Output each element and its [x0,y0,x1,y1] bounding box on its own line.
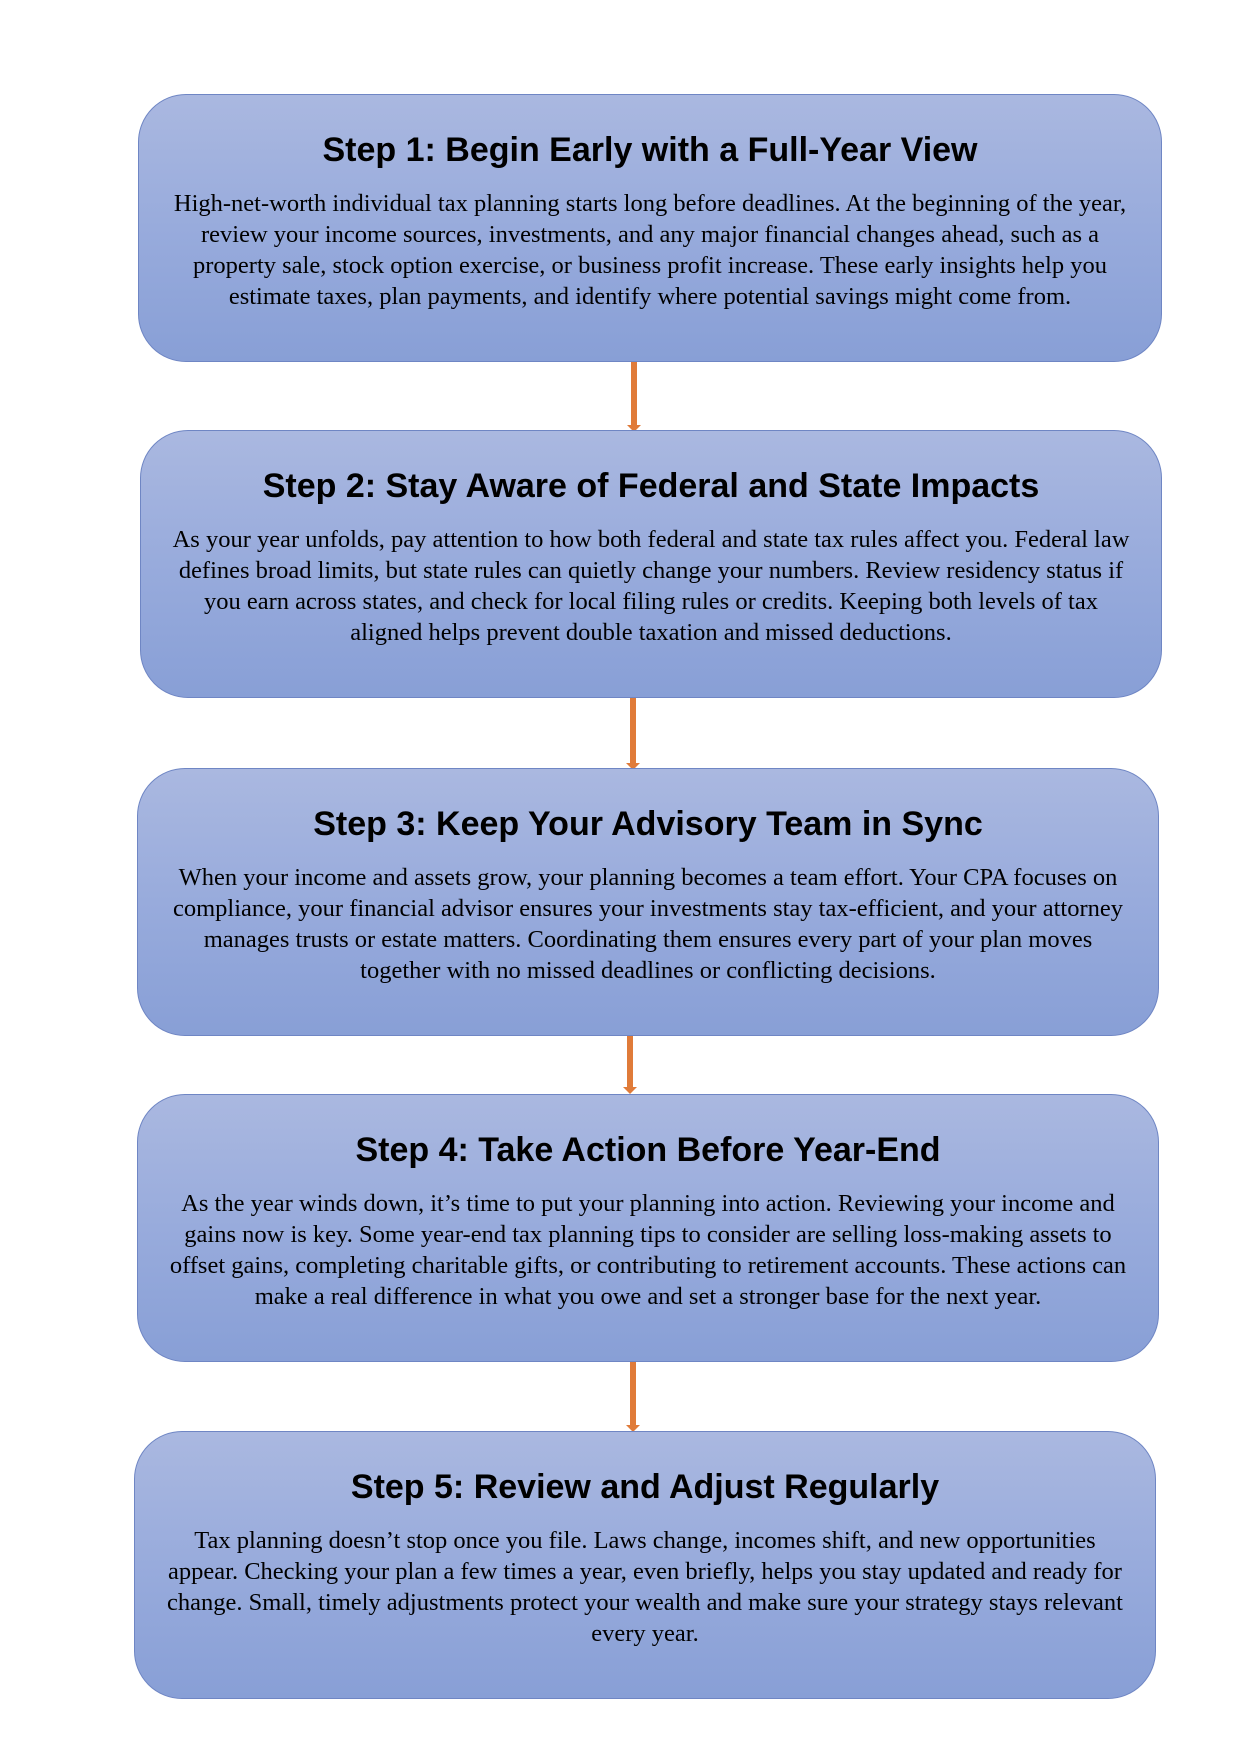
connector-arrow-2-3 [626,698,640,770]
step-1-box: Step 1: Begin Early with a Full-Year Vie… [138,94,1162,362]
step-1-title: Step 1: Begin Early with a Full-Year Vie… [322,131,978,169]
step-3-title: Step 3: Keep Your Advisory Team in Sync [313,805,983,843]
step-2-box: Step 2: Stay Aware of Federal and State … [140,430,1162,698]
step-4-title: Step 4: Take Action Before Year-End [355,1131,941,1169]
step-1-body: High-net-worth individual tax planning s… [173,190,1127,311]
step-5-box: Step 5: Review and Adjust Regularly Tax … [134,1431,1156,1699]
step-5-title: Step 5: Review and Adjust Regularly [350,1468,940,1506]
step-5-body: Tax planning doesn’t stop once you file.… [167,1527,1123,1648]
step-2-title: Step 2: Stay Aware of Federal and State … [262,467,1040,505]
step-2-body: As your year unfolds, pay attention to h… [172,526,1130,647]
connector-arrow-4-5 [626,1362,640,1432]
connector-arrow-3-4 [623,1036,637,1094]
step-4-body: As the year winds down, it’s time to put… [169,1190,1127,1311]
step-3-box: Step 3: Keep Your Advisory Team in Sync … [137,768,1159,1036]
step-4-box: Step 4: Take Action Before Year-End As t… [137,1094,1159,1362]
step-3-body: When your income and assets grow, your p… [173,864,1123,985]
connector-arrow-1-2 [627,362,641,432]
